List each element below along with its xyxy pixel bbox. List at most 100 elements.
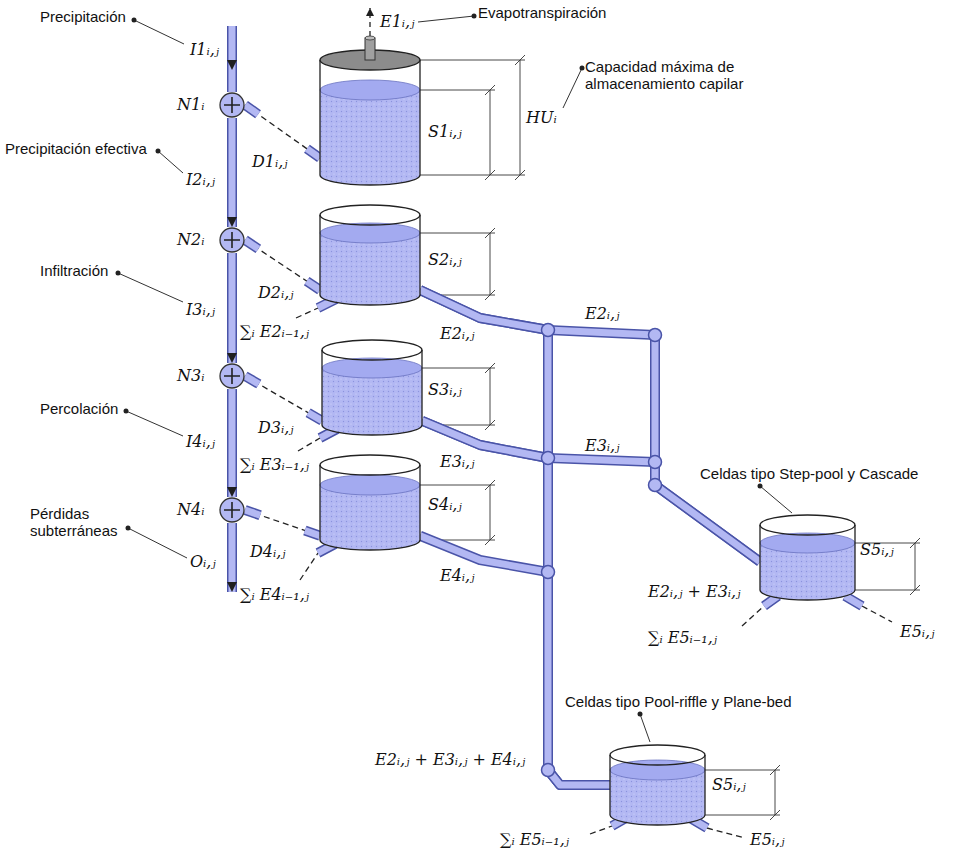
water-surface (320, 475, 420, 495)
pipe (308, 413, 322, 421)
pipe-connector (420, 536, 610, 785)
pipe (420, 290, 610, 785)
tank-outline (320, 60, 420, 185)
process-label: Capacidad máxima de almacenamiento capil… (585, 58, 765, 92)
tank-rim (322, 340, 422, 360)
variable-label: E1ᵢ,ⱼ (380, 12, 414, 31)
inflow-label: ∑ᵢ E2ᵢ₋₁,ⱼ (240, 322, 309, 341)
tank-rim (320, 205, 420, 225)
pipe-outline (420, 290, 610, 785)
dashed-connector (245, 240, 320, 290)
process-label: Precipitación (40, 8, 126, 25)
tank-rim (760, 515, 855, 535)
node-cross (224, 502, 240, 518)
dashed-flow (245, 510, 320, 536)
water-texture (320, 90, 420, 185)
node-symbol: N2ᵢ (177, 230, 204, 249)
pipe (229, 389, 236, 497)
pipe (305, 531, 320, 536)
tank-shape (320, 205, 420, 305)
flow-label: D3ᵢ,ⱼ (258, 418, 294, 437)
inflow-label: ∑ᵢ E3ᵢ₋₁,ⱼ (240, 455, 309, 474)
pipe-outline (422, 421, 610, 785)
tank-shape (760, 515, 855, 600)
flow-label: D4ᵢ,ⱼ (250, 542, 286, 561)
storage-tank: S1ᵢ,ⱼHUᵢ (320, 50, 420, 185)
node-circle (220, 93, 244, 117)
node-shape (219, 227, 245, 253)
dashed-flow (245, 105, 320, 158)
dashed-flow (245, 240, 320, 290)
tank-outline (320, 215, 420, 305)
process-label: Pérdidas subterráneas (30, 505, 125, 539)
leader-dot (116, 14, 763, 717)
tank-water (320, 90, 420, 185)
water-surface (320, 80, 420, 100)
dashed-connector (245, 510, 320, 536)
node-symbol: N1ᵢ (177, 95, 204, 114)
flow-label: I3ᵢ,ⱼ (186, 300, 215, 319)
flow-arrow (232, 523, 233, 592)
pipe-outline (305, 531, 320, 536)
tank-body (610, 745, 705, 825)
node-cross (224, 97, 240, 113)
tank-shape (610, 745, 705, 825)
dimension-label: S1ᵢ,ⱼ (428, 122, 462, 141)
process-label: Evapotranspiración (478, 4, 606, 21)
dimension-label: S4ᵢ,ⱼ (428, 495, 462, 514)
flow-arrow (232, 389, 233, 497)
tank-water (320, 233, 420, 305)
pipe-outline (307, 281, 320, 290)
pipe (420, 290, 760, 562)
water-surface (610, 760, 705, 780)
dashed-flow (245, 376, 322, 421)
pipe-outline (245, 105, 258, 114)
dimension-label: S2ᵢ,ⱼ (428, 250, 462, 269)
node-circle (220, 228, 244, 252)
pipe-outline (232, 26, 862, 828)
inflow-label: ∑ᵢ E5ᵢ₋₁,ⱼ (648, 628, 717, 647)
flow-arrow (232, 253, 233, 363)
tank-shape (320, 50, 420, 185)
tank-chimney (365, 38, 375, 60)
tank-chimney (365, 36, 375, 40)
leader-line (118, 16, 792, 742)
junction-node: N2ᵢ (219, 227, 245, 253)
flow-label: I4ᵢ,ⱼ (186, 432, 215, 451)
pipe (420, 536, 610, 785)
node-symbol: N3ᵢ (177, 366, 204, 385)
pipe (422, 421, 760, 562)
tank-body (760, 515, 855, 600)
flow-sum-label: E2ᵢ,ⱼ + E3ᵢ,ⱼ + E4ᵢ,ⱼ (375, 750, 525, 769)
pipe-outline (307, 149, 320, 158)
junction-node: N4ᵢ (219, 497, 245, 523)
flow-arrow (232, 118, 233, 227)
flow-label: E2ᵢ,ⱼ (585, 304, 619, 323)
node-circle (220, 364, 244, 388)
inflow-label: ∑ᵢ E4ᵢ₋₁,ⱼ (240, 585, 309, 604)
flow-label: D2ᵢ,ⱼ (258, 283, 294, 302)
storage-tank: Celdas tipo Step-pool y CascadeS5ᵢ,ⱼ (760, 515, 855, 600)
pipe-connector (232, 118, 233, 227)
pipe-outline (227, 253, 237, 363)
tank-shape (322, 340, 422, 435)
tank-body (320, 205, 420, 305)
dimension-label: HUᵢ (526, 108, 557, 127)
variable-label: I1ᵢ,ⱼ (190, 40, 219, 59)
tank-body (320, 50, 420, 185)
flow-sum-label: E2ᵢ,ⱼ + E3ᵢ,ⱼ (648, 582, 740, 601)
tank-outline (760, 525, 855, 600)
pipe-outline (308, 413, 322, 421)
pipe-connector (232, 253, 233, 363)
tank-outline (320, 465, 420, 550)
pipe-connector (232, 389, 233, 497)
pipe-outline (245, 240, 258, 249)
node-cross (224, 368, 240, 384)
pipe (245, 376, 259, 384)
